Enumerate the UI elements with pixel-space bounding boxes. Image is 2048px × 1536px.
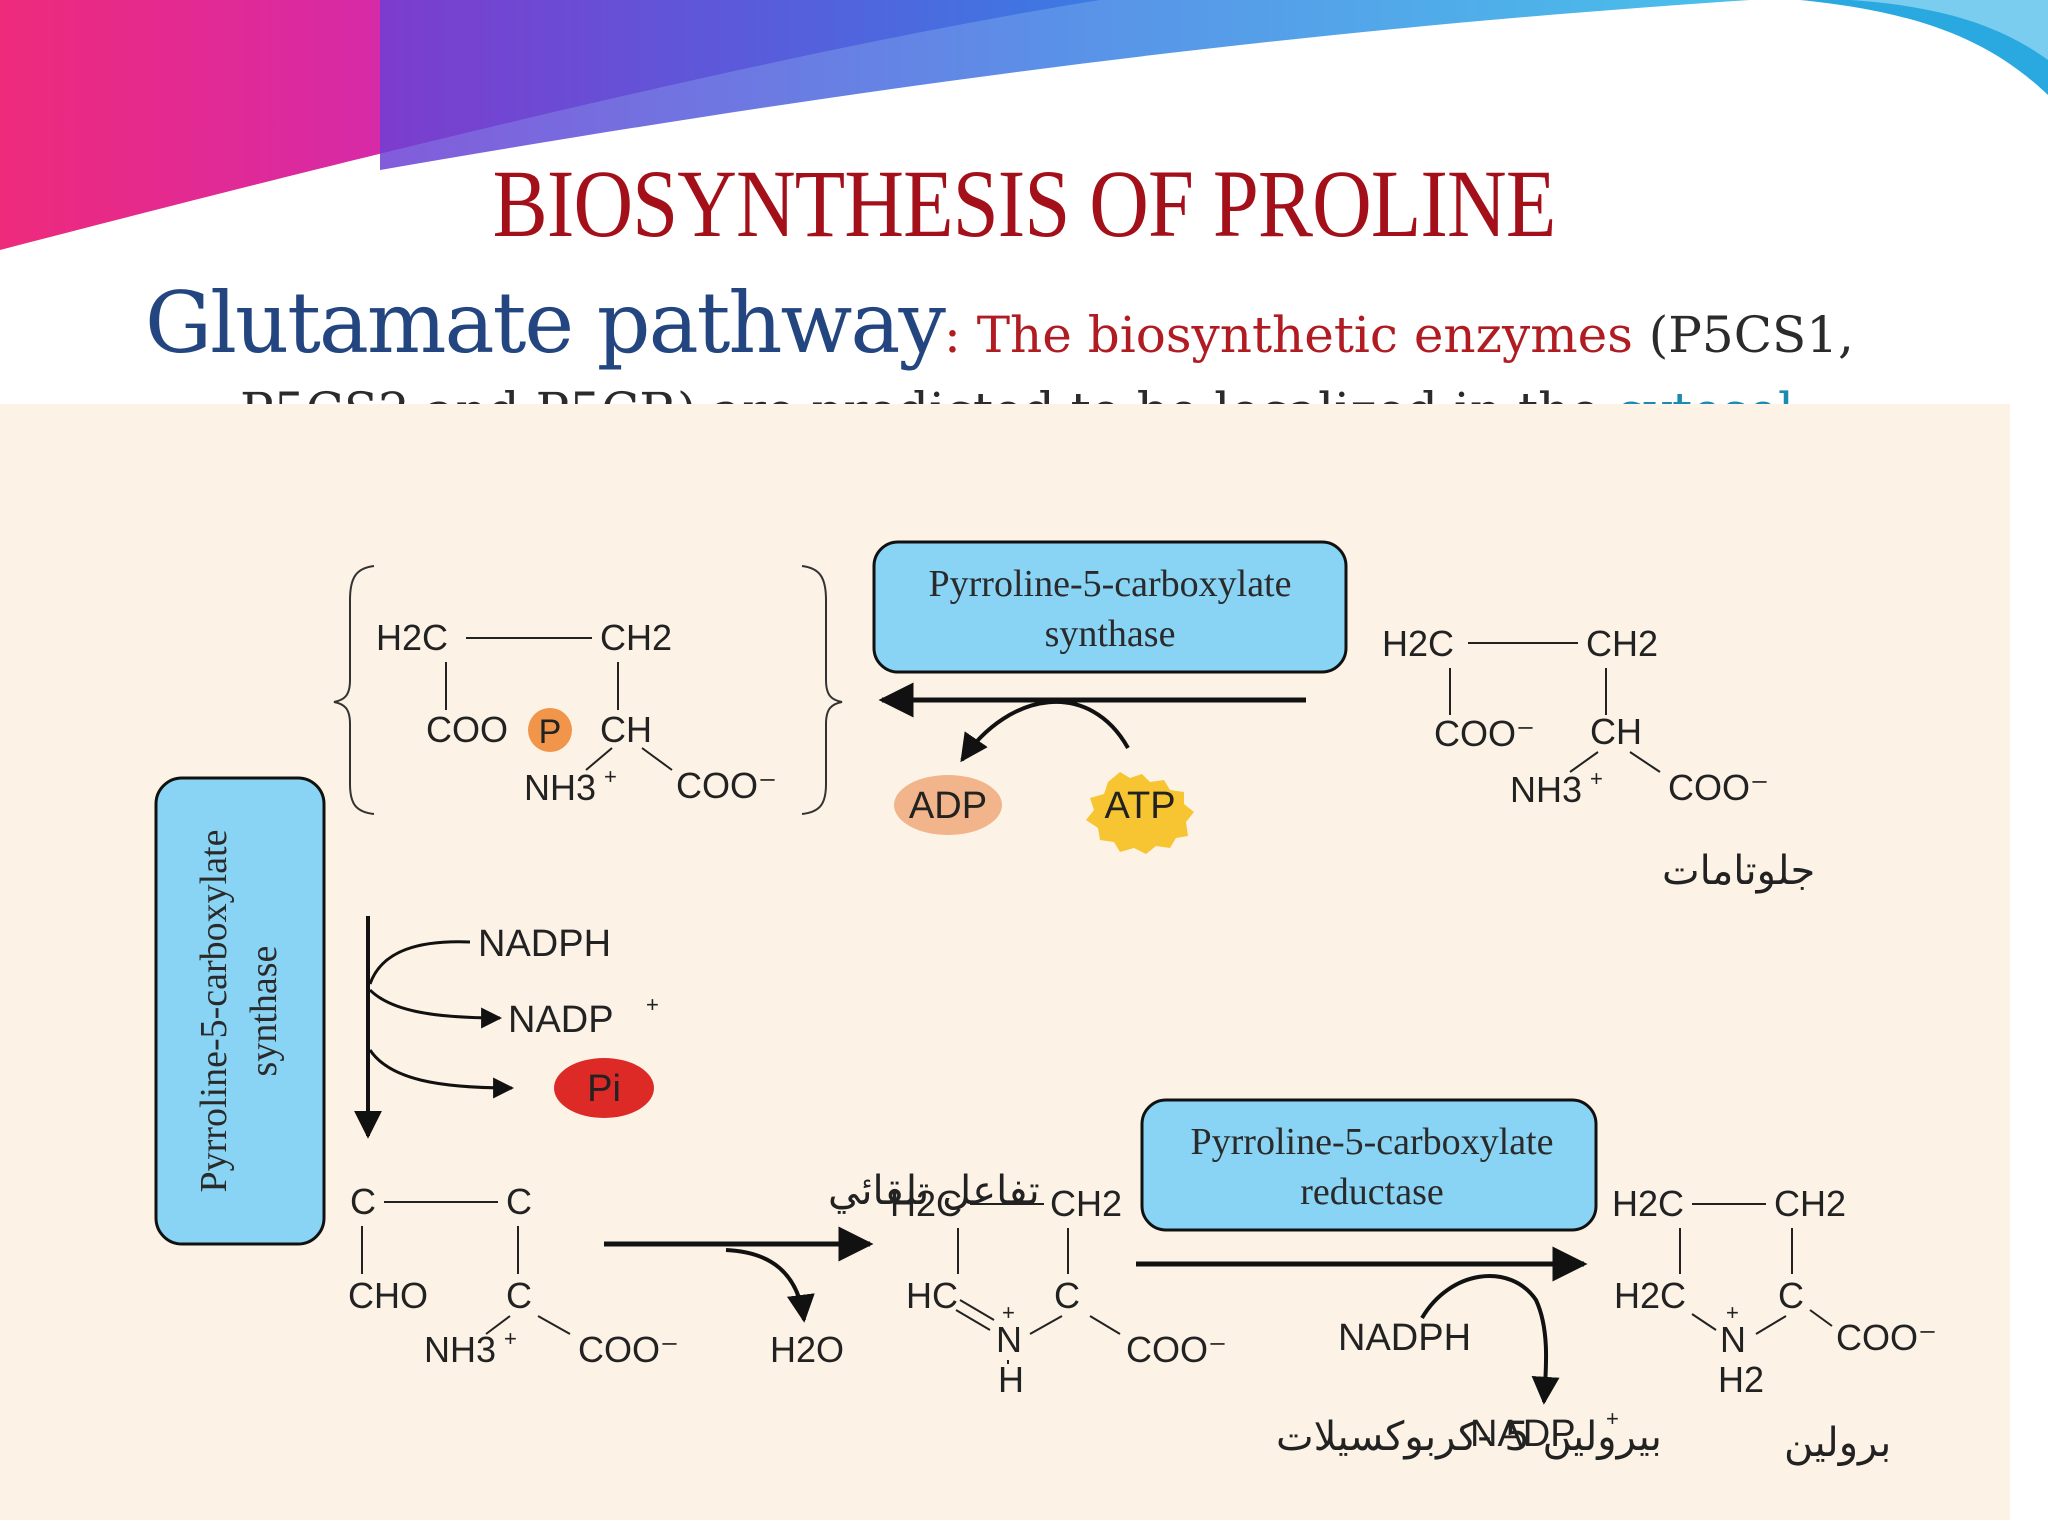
p5c-h2c: H2C [890,1183,962,1224]
adp-label: ADP [909,785,987,827]
enzyme-bottom-line1: Pyrroline-5-carboxylate [1191,1121,1554,1163]
slide-title: BIOSYNTHESIS OF PROLINE [492,150,1557,257]
enzyme-left-line2: synthase [243,946,285,1077]
enzyme-box-bottom [1140,1098,1598,1232]
sa-nh3-plus: + [504,1326,517,1351]
pro-c: C [1778,1275,1804,1316]
arrow-pi-out [368,1049,515,1099]
int-coo-minus: COO⁻ [676,765,777,806]
nadp-label: NADP [508,999,614,1041]
pro-h2c-b: H2C [1614,1275,1686,1316]
nadp-plus: + [646,992,659,1017]
arrow-nadph-in [368,940,471,985]
pi-label: Pi [587,1068,621,1110]
intermediate-brackets [333,565,843,815]
p5c-n-plus: + [1002,1300,1015,1325]
atp-label: ATP [1104,785,1175,827]
adp-badge [894,775,1002,835]
subtitle-lead: Glutamate pathway [145,274,946,372]
glu-ch2: CH2 [1586,623,1658,664]
int-nh3: NH3 [524,767,596,808]
pro-ch2: CH2 [1774,1183,1846,1224]
semialdehyde-bonds [361,1201,571,1335]
glu-nh3-plus: + [1590,766,1603,791]
glu-nh3: NH3 [1510,769,1582,810]
enzyme-left-line1: Pyrroline-5-carboxylate [193,830,235,1193]
p5c-ch2: CH2 [1050,1183,1122,1224]
semialdehyde-structure: C C CHO C NH3 + COO⁻ [348,1181,679,1370]
intermediate-bonds [445,637,673,771]
sa-c1: C [350,1181,376,1222]
glu-coo: COO⁻ [1668,767,1769,808]
pi-badge [554,1058,654,1118]
glutamate-structure: H2C CH2 COO⁻ CH NH3 + COO⁻ [1382,623,1769,810]
p5c-coo: COO⁻ [1126,1329,1227,1370]
enzyme-top-line1: Pyrroline-5-carboxylate [929,563,1292,605]
enzyme-top-line2: synthase [1045,613,1176,655]
arabic-p5c: بيرولين 5 -كربوكسيلات [1276,1414,1662,1460]
subtitle-colon: : [943,306,977,364]
pro-n-plus: + [1726,1300,1739,1325]
arrow-h2o-out [725,1248,815,1323]
p5c-c: C [1054,1275,1080,1316]
int-ch: CH [600,709,652,750]
proline-bonds [1679,1203,1833,1335]
arrow-atp-to-adp [960,700,1130,763]
sa-c3: C [506,1275,532,1316]
p5c-hc: HC [906,1275,958,1316]
enzyme-box-left [154,776,326,1246]
p5c-structure: H2C CH2 HC C N + H COO⁻ [890,1183,1227,1400]
nadp2-label: NADP [1470,1413,1576,1455]
subtitle-red-text: The biosynthetic enzymes [976,306,1633,364]
sa-c2: C [506,1181,532,1222]
int-nh3-plus: + [604,764,617,789]
pro-n: N [1720,1319,1746,1360]
subtitle-rest1: (P5CS1, [1632,306,1854,364]
arabic-glutamate: جلوتامات [1662,848,1815,894]
nadph2-label: NADPH [1338,1317,1471,1359]
phosphate-badge [528,708,572,752]
banner-swoosh-blue [380,0,1750,170]
sa-coo: COO⁻ [578,1329,679,1370]
glu-h2c: H2C [1382,623,1454,664]
enzyme-label-top: Pyrroline-5-carboxylate synthase [929,563,1292,655]
enzyme-box-top [872,540,1348,674]
nadp2-plus: + [1606,1406,1619,1431]
glutamate-bonds [1449,642,1661,773]
arrow-nadph-to-nadp [1420,1274,1560,1405]
arabic-proline: برولين [1784,1420,1891,1466]
proline-structure: H2C CH2 H2C C N + H2 COO⁻ [1612,1183,1937,1400]
glu-ch: CH [1590,711,1642,752]
int-ch2: CH2 [600,617,672,658]
banner-swoosh-pink [0,0,1100,250]
enzyme-label-bottom: Pyrroline-5-carboxylate reductase [1191,1121,1554,1213]
sa-cho: CHO [348,1275,428,1316]
phosphate-label: P [539,713,562,751]
p5c-n: N [996,1319,1022,1360]
p5c-bonds [955,1203,1121,1364]
banner-swoosh-right-light [1850,0,2048,60]
sa-nh3: NH3 [424,1329,496,1370]
arabic-spontaneous: تفاعل تلقائي [828,1168,1040,1214]
pro-h2: H2 [1718,1359,1764,1400]
p5c-h: H [998,1359,1024,1400]
int-h2c: H2C [376,617,448,658]
pro-coo: COO⁻ [1836,1317,1937,1358]
header-banner [0,0,2048,250]
int-coo: COO [426,709,508,750]
enzyme-label-left: Pyrroline-5-carboxylate synthase [193,830,285,1193]
nadph-label: NADPH [478,923,611,965]
intermediate-structure: H2C CH2 COO CH NH3 + COO⁻ [376,617,777,808]
enzyme-bottom-line2: reductase [1300,1171,1443,1213]
h2o-label: H2O [770,1329,844,1370]
atp-badge [1086,772,1194,854]
pro-h2c: H2C [1612,1183,1684,1224]
arrow-nadp-out [368,988,503,1029]
glu-coo-minus: COO⁻ [1434,713,1535,754]
